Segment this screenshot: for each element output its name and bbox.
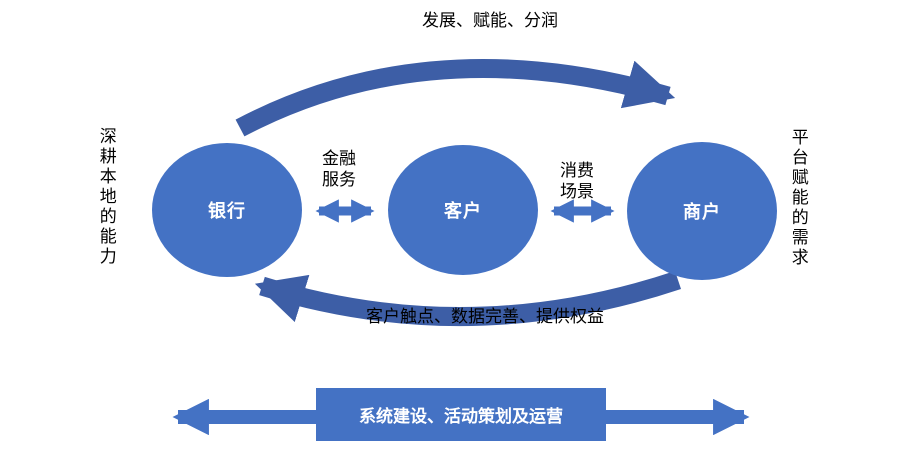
node-bank: 银行 [152, 143, 302, 277]
consumption-scene-label: 消费 场景 [560, 161, 594, 202]
financial-services-label: 金融 服务 [322, 149, 356, 190]
bottom-arrow-label: 客户触点、数据完善、提供权益 [366, 307, 604, 326]
node-customer: 客户 [388, 145, 538, 275]
bottom-curve-arrow-icon [254, 270, 682, 327]
node-merchant: 商户 [627, 142, 777, 280]
top-arrow-label: 发展、赋能、分润 [422, 11, 558, 30]
node-customer-label: 客户 [444, 201, 482, 221]
top-curve-arrow-icon [235, 58, 676, 137]
node-merchant-label: 商户 [683, 202, 721, 222]
node-bank-label: 银行 [208, 201, 246, 221]
left-capability-label: 深耕本地的能力 [96, 127, 116, 267]
right-demand-label: 平台赋能的需求 [788, 128, 808, 268]
bottom-bar: 系统建设、活动策划及运营 [316, 388, 606, 441]
bottom-bar-label: 系统建设、活动策划及运营 [359, 407, 563, 426]
